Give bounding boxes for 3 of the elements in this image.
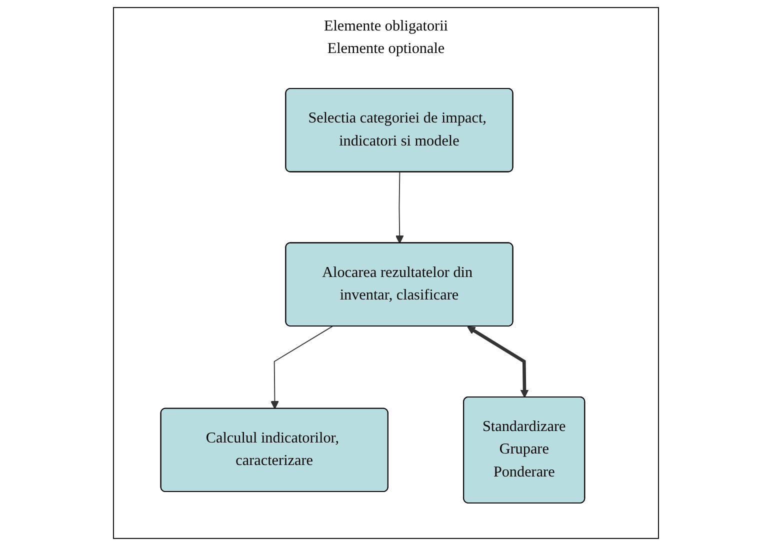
arrow [467,326,529,398]
arrow [270,326,333,410]
arrow [395,172,404,244]
